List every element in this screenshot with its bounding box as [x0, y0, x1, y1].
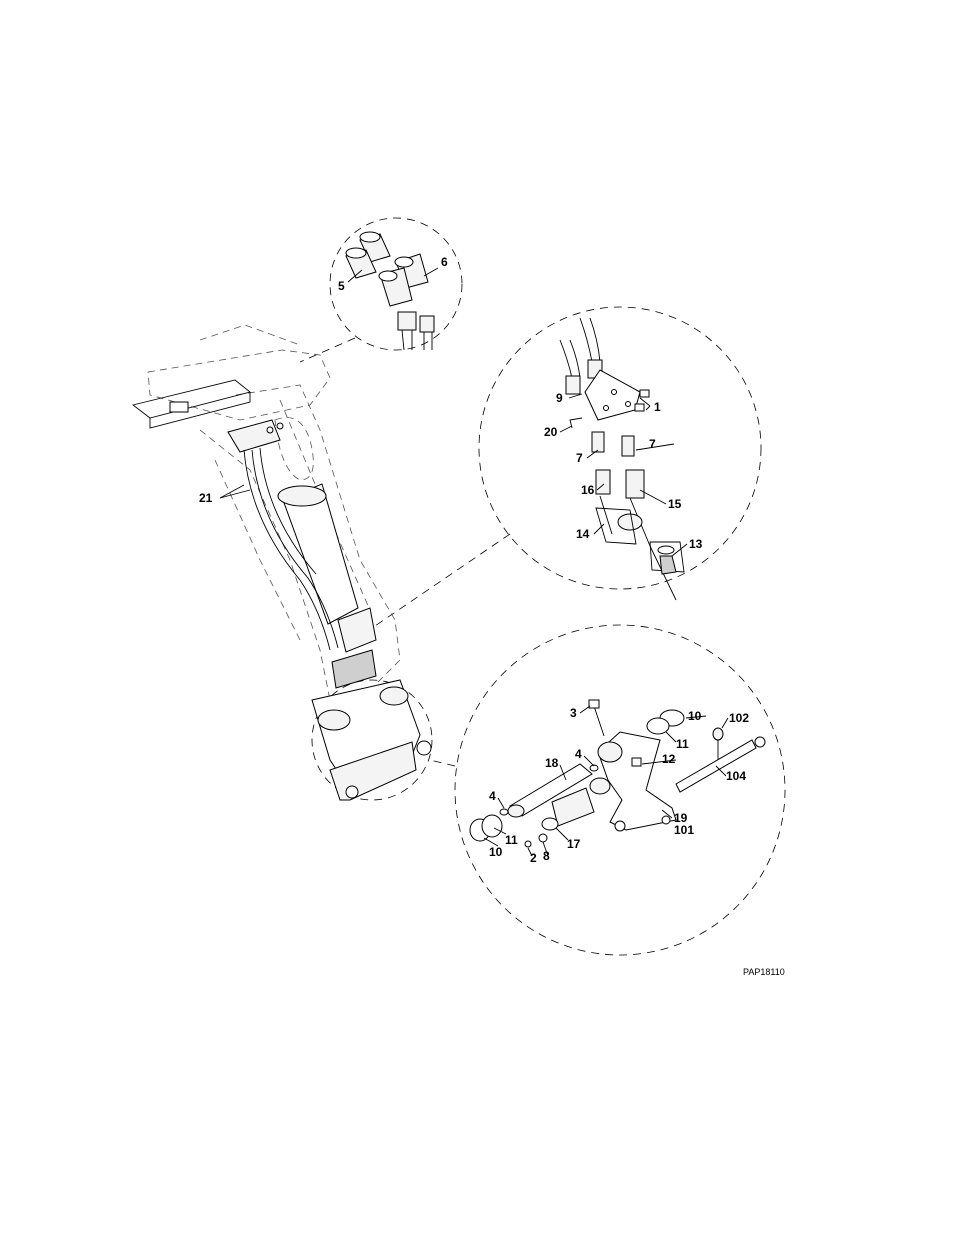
callout-1: 1 — [654, 400, 661, 414]
leader-lines — [219, 267, 729, 857]
callout-11b: 11 — [505, 833, 518, 847]
callout-16: 16 — [581, 483, 595, 497]
callout-20: 20 — [544, 425, 558, 439]
fittings-detail — [345, 231, 435, 351]
callout-102: 102 — [729, 711, 749, 725]
callout-11a: 11 — [676, 737, 689, 751]
callout-17: 17 — [567, 837, 581, 851]
pivot-bracket-detail — [469, 699, 766, 848]
callout-5: 5 — [338, 279, 345, 293]
quick-couplers-detail — [559, 317, 685, 601]
detail-circle-fittings — [329, 217, 463, 351]
callout-4a: 4 — [575, 747, 582, 761]
callout-104: 104 — [726, 769, 746, 783]
connector-couplers — [371, 533, 511, 629]
callout-7a: 7 — [649, 437, 656, 451]
callout-7b: 7 — [576, 451, 583, 465]
callout-15: 15 — [668, 497, 682, 511]
callout-8: 8 — [543, 849, 550, 863]
callout-18: 18 — [545, 756, 559, 770]
connector-fittings — [299, 337, 356, 363]
callout-13: 13 — [689, 537, 703, 551]
boom-assembly — [131, 324, 432, 801]
callout-21: 21 — [199, 491, 213, 505]
figure-id: PAP18110 — [743, 967, 785, 977]
callout-12: 12 — [662, 752, 676, 766]
callout-4b: 4 — [489, 789, 496, 803]
callout-9: 9 — [556, 391, 563, 405]
callout-19: 19 — [674, 811, 688, 825]
callout-2: 2 — [530, 851, 537, 865]
callout-3: 3 — [570, 706, 577, 720]
detail-circle-pivot-bracket — [454, 624, 786, 956]
callout-14: 14 — [576, 527, 590, 541]
connector-pivot — [429, 759, 456, 767]
callout-10a: 10 — [688, 709, 702, 723]
detail-circle-base-source — [311, 679, 433, 801]
callout-6: 6 — [441, 255, 448, 269]
callout-10b: 10 — [489, 845, 503, 859]
callout-101: 101 — [674, 823, 694, 837]
detail-circle-quick-couplers — [478, 306, 762, 590]
